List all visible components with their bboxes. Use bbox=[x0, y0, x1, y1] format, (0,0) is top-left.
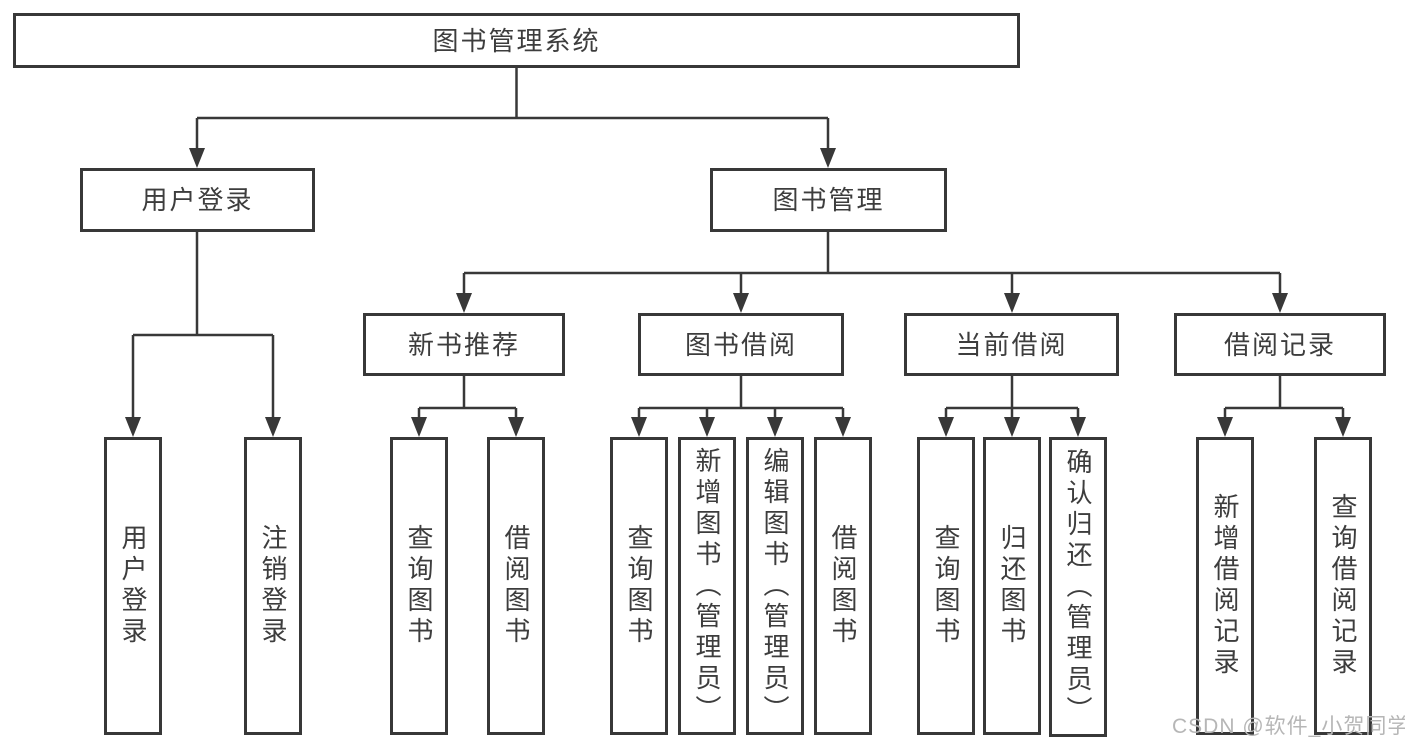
arrowheads bbox=[125, 148, 1351, 437]
arrow-down-icon bbox=[1004, 417, 1020, 437]
arrow-down-icon bbox=[1217, 417, 1233, 437]
node-book-management: 图书管理 bbox=[710, 168, 947, 232]
connector-borrow-records bbox=[1223, 376, 1345, 421]
watermark: CSDN @软件_小贺同学 bbox=[1172, 715, 1405, 738]
arrow-down-icon bbox=[699, 417, 715, 437]
connector-book-mgmt bbox=[462, 232, 1282, 297]
leaf-add-books-admin: 新增图书（管理员） bbox=[678, 437, 736, 735]
arrow-down-icon bbox=[733, 293, 749, 313]
arrow-down-icon bbox=[189, 148, 205, 168]
arrow-down-icon bbox=[265, 417, 281, 437]
arrow-down-icon bbox=[1335, 417, 1351, 437]
leaf-query-borrow-record: 查询借阅记录 bbox=[1314, 437, 1372, 735]
node-root: 图书管理系统 bbox=[13, 13, 1020, 68]
arrow-down-icon bbox=[508, 417, 524, 437]
leaf-query-books-rec: 查询图书 bbox=[390, 437, 448, 735]
node-current-borrow: 当前借阅 bbox=[904, 313, 1119, 376]
node-user-login: 用户登录 bbox=[80, 168, 315, 232]
arrow-down-icon bbox=[820, 148, 836, 168]
leaf-logout: 注销登录 bbox=[244, 437, 302, 735]
node-new-book-recommend: 新书推荐 bbox=[363, 313, 565, 376]
node-book-borrow: 图书借阅 bbox=[638, 313, 844, 376]
arrow-down-icon bbox=[456, 293, 472, 313]
connector-new-rec bbox=[417, 376, 518, 421]
arrow-down-icon bbox=[1070, 417, 1086, 437]
leaf-return-books: 归还图书 bbox=[983, 437, 1041, 735]
connector-root bbox=[195, 68, 830, 152]
arrow-down-icon bbox=[631, 417, 647, 437]
node-borrow-records: 借阅记录 bbox=[1174, 313, 1386, 376]
leaf-add-borrow-record: 新增借阅记录 bbox=[1196, 437, 1254, 735]
arrow-down-icon bbox=[1272, 293, 1288, 313]
arrow-down-icon bbox=[125, 417, 141, 437]
leaf-borrow-books-rec: 借阅图书 bbox=[487, 437, 545, 735]
connector-user-login bbox=[131, 232, 275, 421]
connector-current-borrow bbox=[944, 376, 1080, 421]
arrow-down-icon bbox=[938, 417, 954, 437]
leaf-borrow-books: 借阅图书 bbox=[814, 437, 872, 735]
leaf-query-books: 查询图书 bbox=[610, 437, 668, 735]
connector-book-borrow bbox=[637, 376, 845, 421]
arrow-down-icon bbox=[767, 417, 783, 437]
leaf-edit-books-admin: 编辑图书（管理员） bbox=[746, 437, 804, 735]
leaf-query-current: 查询图书 bbox=[917, 437, 975, 735]
arrow-down-icon bbox=[411, 417, 427, 437]
arrow-down-icon bbox=[1004, 293, 1020, 313]
leaf-user-login: 用户登录 bbox=[104, 437, 162, 735]
arrow-down-icon bbox=[835, 417, 851, 437]
leaf-confirm-return-admin: 确认归还（管理员） bbox=[1049, 437, 1107, 737]
